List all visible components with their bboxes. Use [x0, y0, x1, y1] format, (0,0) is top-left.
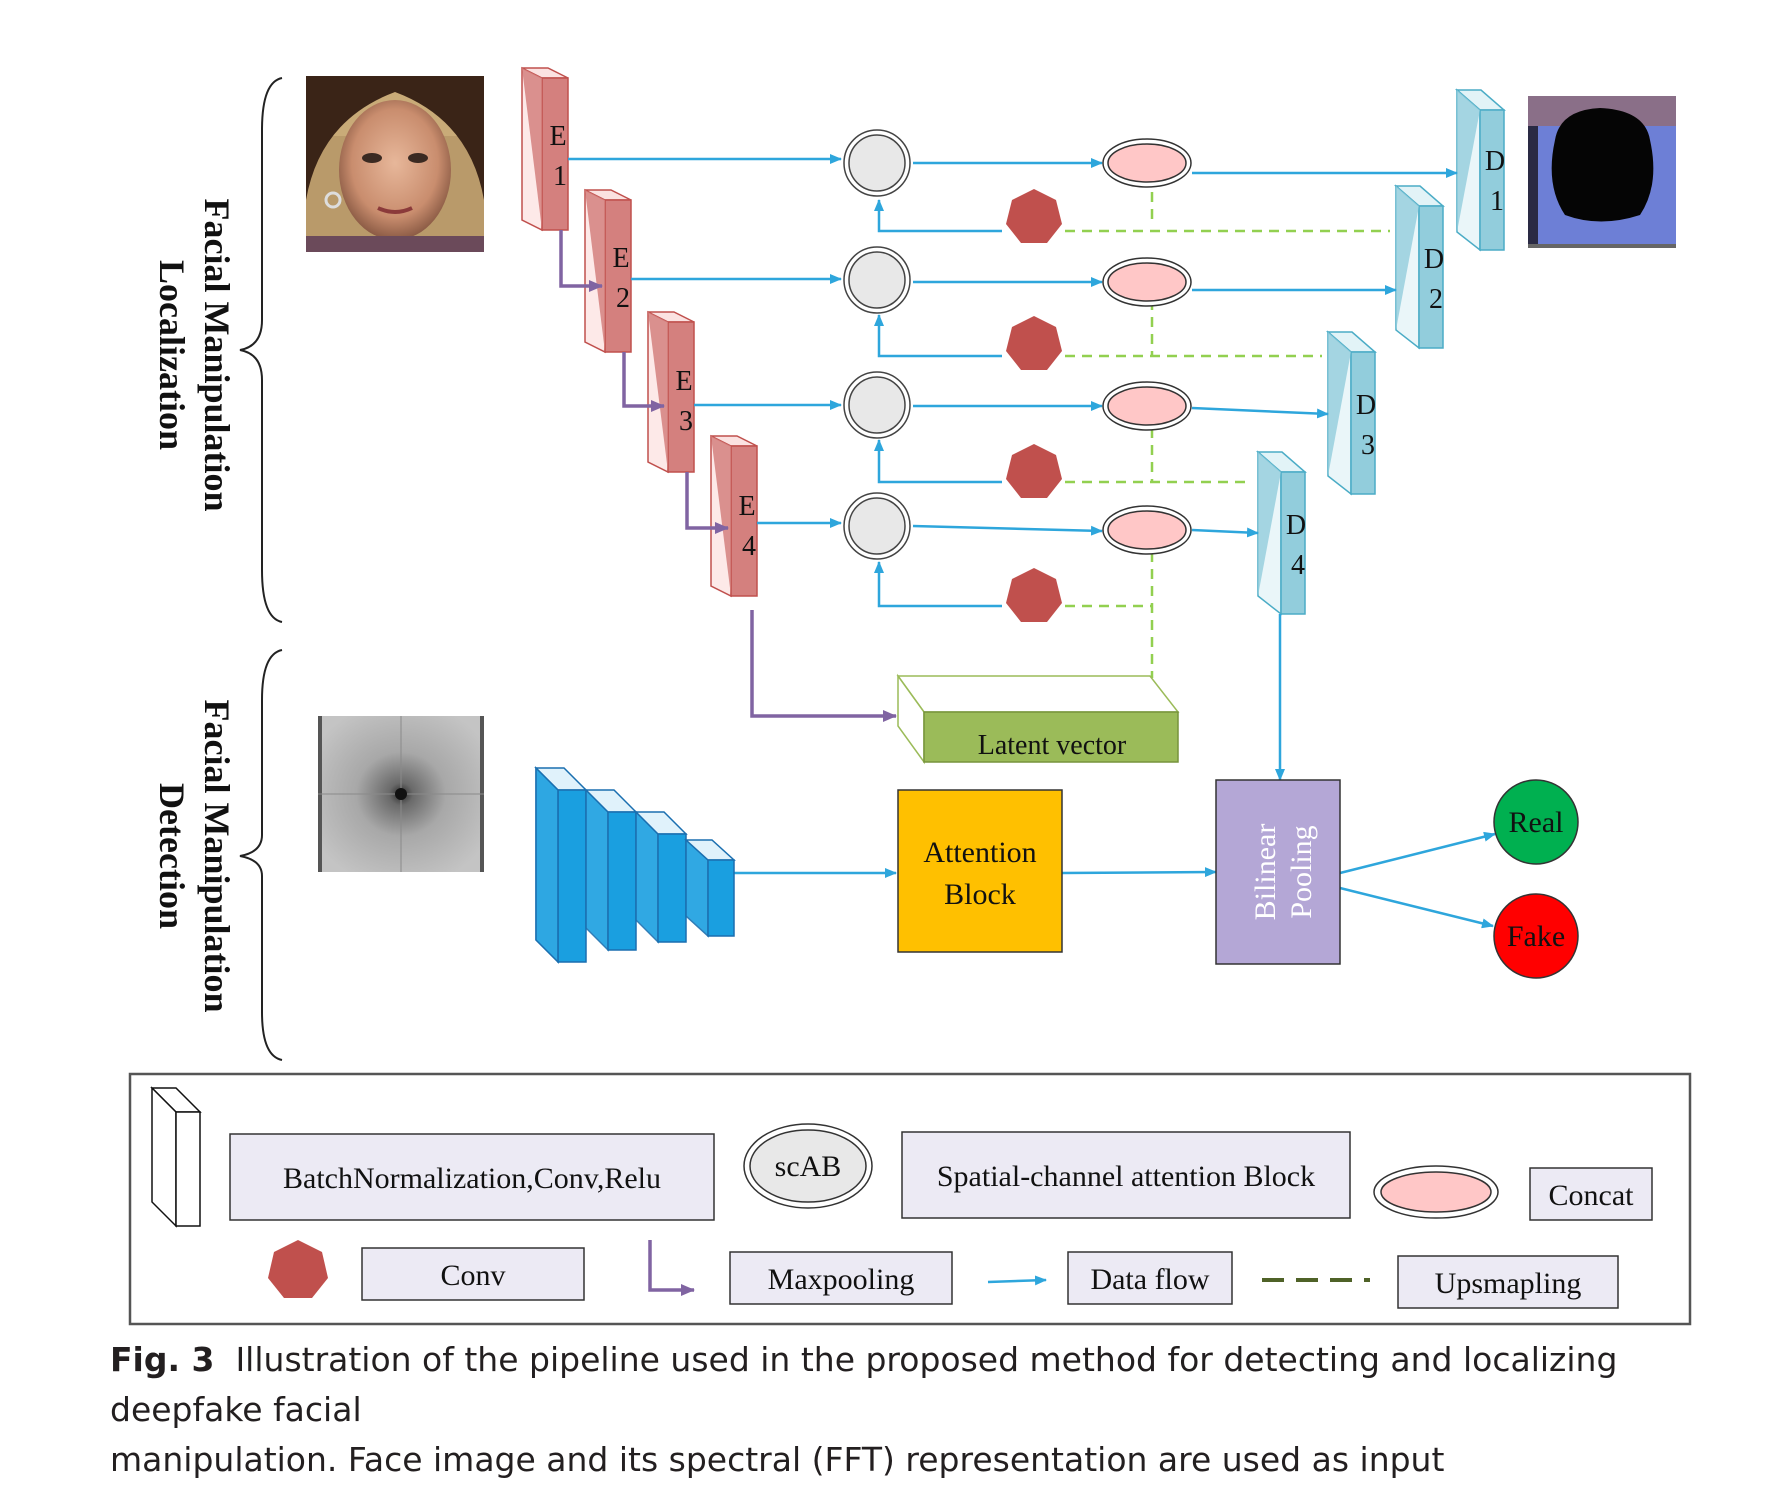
attention-block-label-1: Attention [923, 836, 1036, 869]
legend-scab-symbol: scAB [775, 1150, 842, 1183]
concat-2 [1102, 257, 1192, 307]
scab-3 [843, 371, 911, 439]
conv-1 [1006, 189, 1062, 243]
localization-label-line1: Facial Manipulation [197, 198, 237, 511]
upsampling-lines [1065, 192, 1390, 678]
pipeline-diagram: Facial Manipulation Localization Facial … [128, 66, 1692, 1326]
concat-4 [1102, 505, 1192, 555]
encoder-e3-label-1: E [675, 366, 692, 397]
legend-block-icon [150, 1086, 202, 1228]
bilinear-pooling-block [1215, 779, 1341, 965]
attention-block [897, 789, 1063, 953]
legend-scab-box [901, 1131, 1351, 1219]
encoder-e3-label-2: 3 [679, 406, 693, 437]
scab-nodes [843, 129, 911, 560]
caption-line1: Illustration of the pipeline used in the… [110, 1340, 1618, 1429]
legend-scab-icon [743, 1123, 873, 1209]
real-output [1493, 779, 1579, 865]
legend-maxpool-arrow [648, 1240, 695, 1296]
legend-upsampling-label: Upsmapling [1435, 1267, 1582, 1300]
encoder-e3 [647, 310, 695, 474]
legend-maxpool-box [729, 1251, 953, 1305]
bilinear-pooling-label-2: Pooling [1285, 825, 1318, 918]
legend-data-flow-arrow [987, 1275, 1047, 1286]
bilinear-pooling-label-1: Bilinear [1249, 824, 1282, 921]
encoder-e1-label-2: 1 [553, 161, 567, 192]
maxpool-arrows [559, 230, 897, 722]
legend-concat-label: Concat [1549, 1179, 1635, 1212]
conv-nodes [1006, 189, 1062, 622]
attention-block-label-2: Block [944, 878, 1016, 911]
scab-4 [843, 492, 911, 560]
concat-1 [1102, 138, 1192, 188]
legend-upsampling-box [1397, 1255, 1619, 1309]
caption-line2: manipulation. Face image and its spectra… [110, 1440, 1445, 1479]
encoder-e4 [710, 434, 758, 598]
decoder-d3 [1325, 330, 1378, 496]
legend-conv-icon [268, 1240, 328, 1298]
decoder-d4-label-2: 4 [1291, 550, 1305, 581]
detection-label-line2: Detection [152, 783, 192, 929]
encoder-e2-label-2: 2 [616, 283, 630, 314]
data-flow-lines [568, 154, 1496, 929]
decoder-d1-label-2: 1 [1490, 186, 1504, 217]
encoder-e4-label-1: E [738, 491, 755, 522]
real-output-label: Real [1509, 806, 1564, 839]
output-mask-image [1528, 96, 1676, 248]
decoder-d2 [1393, 184, 1446, 350]
figure-label: Fig. 3 [110, 1340, 215, 1379]
decoder-d3-label-2: 3 [1361, 430, 1375, 461]
detection-conv-stack [534, 766, 736, 964]
decoder-d4 [1255, 450, 1308, 616]
legend-conv-box [361, 1247, 585, 1301]
detection-label-line1: Facial Manipulation [197, 699, 237, 1012]
latent-vector-block [896, 673, 1180, 765]
fft-spectrum-image [318, 716, 484, 872]
figure-caption: Fig. 3 Illustration of the pipeline used… [110, 1335, 1710, 1485]
legend-scab-label: Spatial-channel attention Block [937, 1160, 1315, 1193]
scab-2 [843, 246, 911, 314]
fake-output [1493, 893, 1579, 979]
encoder-e1: E 1 [521, 66, 569, 232]
conv-4 [1006, 568, 1062, 622]
legend-bn-conv-relu-label: BatchNormalization,Conv,Relu [283, 1162, 661, 1195]
legend-bn-conv-relu-box [229, 1133, 715, 1221]
encoder-e4-label-2: 4 [742, 531, 756, 562]
decoder-d1 [1454, 88, 1507, 252]
localization-brace [239, 77, 283, 623]
legend-conv-label: Conv [440, 1259, 505, 1292]
detection-brace [239, 649, 283, 1061]
decoder-d2-label-1: D [1424, 244, 1444, 275]
legend-concat-icon [1373, 1165, 1499, 1219]
legend-maxpool-label: Maxpooling [768, 1263, 915, 1296]
concat-3 [1102, 381, 1192, 431]
decoder-d1-label-1: D [1485, 146, 1505, 177]
decoder-d3-label-1: D [1356, 390, 1376, 421]
localization-label-line2: Localization [152, 260, 192, 450]
legend-data-flow-box [1067, 1251, 1233, 1305]
fake-output-label: Fake [1507, 920, 1565, 953]
input-face-image [306, 76, 484, 252]
decoder-d4-label-1: D [1286, 510, 1306, 541]
latent-vector-label: Latent vector [978, 730, 1127, 761]
conv-2 [1006, 316, 1062, 370]
decoder-d2-label-2: 2 [1429, 284, 1443, 315]
legend-data-flow-label: Data flow [1090, 1263, 1209, 1296]
encoder-e2 [584, 188, 632, 354]
encoder-e1-label-1: E [549, 121, 566, 152]
encoder-e2-label-1: E [612, 243, 629, 274]
legend-concat-box [1529, 1167, 1653, 1221]
scab-1 [843, 129, 911, 197]
concat-nodes [1102, 138, 1192, 555]
conv-3 [1006, 444, 1062, 498]
